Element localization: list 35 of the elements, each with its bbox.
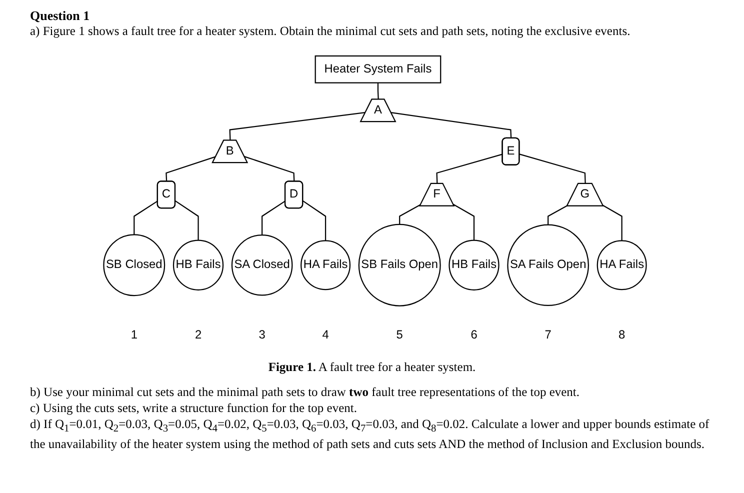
connector xyxy=(519,154,586,184)
node-label: 2 xyxy=(194,328,202,342)
connector xyxy=(229,112,366,141)
connector xyxy=(399,204,422,224)
node-circle xyxy=(300,240,351,290)
node-box xyxy=(314,55,442,84)
node-label: 7 xyxy=(544,328,552,342)
question-title: Question 1 xyxy=(30,8,91,24)
connector xyxy=(391,112,512,138)
connector xyxy=(166,156,216,182)
node-label: 8 xyxy=(618,328,626,342)
connector xyxy=(302,200,326,241)
node-label: 6 xyxy=(470,328,478,342)
connector xyxy=(548,204,568,225)
question-text: d) If Q$_{1}$=0.01, Q$_{2}$=0.03, Q$_{3}$=0.05, Q$_{4}$=0.02, Q$_{5}$=0.03, Q$_{6}$=0.03, Q$_{7}$=0.03, and Q$_{8}$=0.02. Calculate a lower and upper bounds estimate of the unavailability of the heater system using the method of path sets and cuts sets AND the method of Inclusion and Exclusion bounds. xyxy=(30,417,710,452)
node-circle xyxy=(103,234,166,296)
node-circle xyxy=(507,224,589,306)
node-circle xyxy=(596,240,647,290)
connector xyxy=(436,154,503,184)
question-text: b) Use your minimal cut sets and the minimal path sets to draw two fault tree representations of the top event. xyxy=(30,385,581,400)
question-text: c) Using the cuts sets, write a structure function for the top event. xyxy=(30,401,358,416)
connector xyxy=(175,200,199,240)
node-label: 4 xyxy=(322,328,329,342)
node-label: 5 xyxy=(396,328,403,342)
node-label: 3 xyxy=(258,328,266,342)
connector xyxy=(377,82,379,100)
node-circle xyxy=(358,224,441,306)
node-label: 1 xyxy=(130,328,138,342)
node-circle xyxy=(172,240,224,290)
connector xyxy=(244,156,295,182)
figure-caption: Figure 1. A fault tree for a heater system. xyxy=(268,360,476,375)
question-text: a) Figure 1 shows a fault tree for a heater system. Obtain the minimal cut sets and path sets, noting the exclusive events. xyxy=(30,24,632,39)
fault-tree-diagram: Heater System Fails A B E C D F G SB Closed HB Fails SA Closed HA Fails SB Fails Open HB Fails SA Fails Open HA Fails 1 2 3 4 5 6 7 8 xyxy=(30,50,720,355)
node-circle xyxy=(448,240,500,290)
node-circle xyxy=(231,234,293,296)
